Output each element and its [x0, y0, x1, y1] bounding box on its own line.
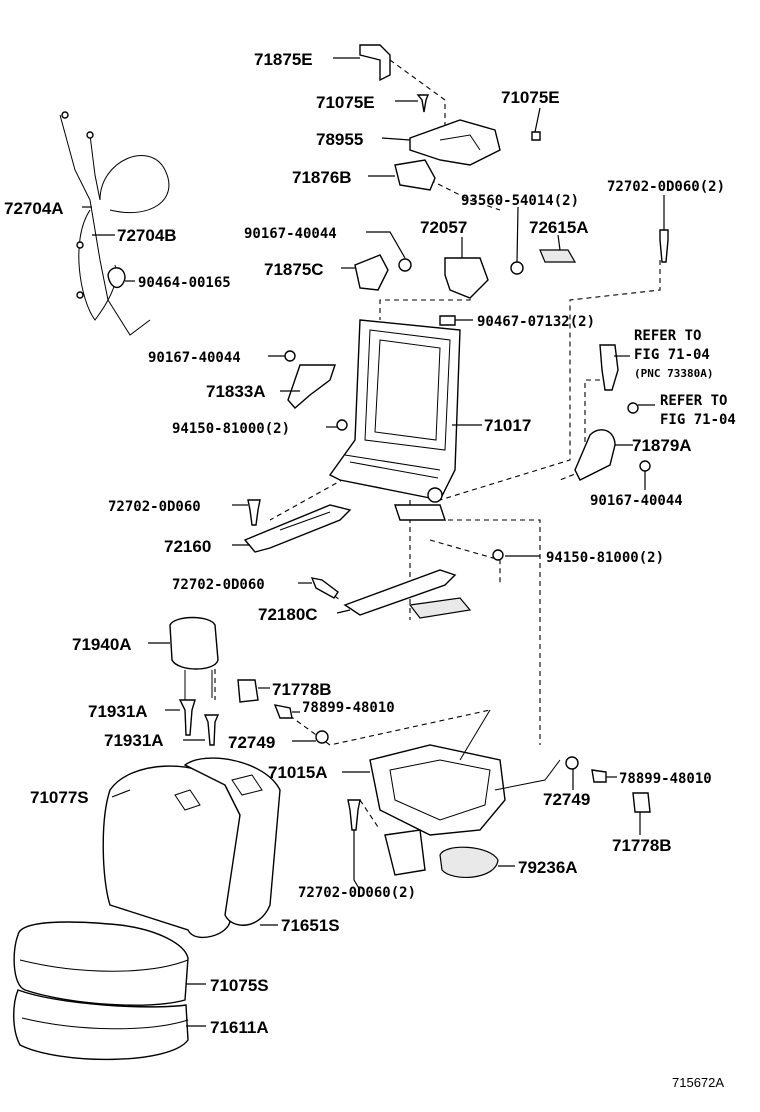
label-72704B: 72704B — [117, 226, 177, 245]
label-90467: 90467-07132(2) — [477, 314, 595, 330]
label-72702-bot: 72702-0D060(2) — [298, 885, 416, 901]
part-labels: 71875E 71075E 71075E 78955 71876B 93560-… — [4, 50, 725, 1037]
nut-94150-a-shape — [336, 419, 348, 431]
label-79236A: 79236A — [518, 858, 578, 877]
cover-71077S-shape — [102, 765, 241, 939]
reference-notes: REFER TO FIG 71-04 (PNC 73380A) REFER TO… — [634, 328, 736, 428]
guide-72057-shape — [444, 257, 489, 299]
plate-78955-shape — [409, 119, 501, 166]
label-78955: 78955 — [316, 130, 363, 149]
rail-72160-shape — [243, 504, 352, 553]
label-72749-a: 72749 — [228, 733, 275, 752]
bolt-72702-bot-shape — [347, 799, 361, 831]
bolt-78899-a-shape — [273, 704, 293, 719]
label-71875C: 71875C — [264, 260, 324, 279]
nut-90167-b-shape — [284, 350, 296, 362]
nut-72749-b-shape — [565, 756, 579, 770]
screw-71075E-b-shape — [531, 131, 541, 141]
nut-94150-b-shape — [492, 549, 504, 561]
cover-71879A-shape — [574, 429, 616, 481]
bolt-72702-top-shape — [659, 229, 669, 263]
label-72749-b: 72749 — [543, 790, 590, 809]
frame-71017-shape — [328, 319, 461, 521]
rail-72180C-shape — [343, 569, 457, 616]
label-71833A: 71833A — [206, 382, 266, 401]
label-90167-a: 90167-40044 — [244, 226, 337, 242]
label-90167-b: 90167-40044 — [148, 350, 241, 366]
cover-71075S-shape — [13, 921, 189, 1006]
bracket-71875E-shape — [359, 44, 391, 82]
pad-71611A-shape — [13, 989, 189, 1061]
label-78899-b: 78899-48010 — [619, 771, 712, 787]
pin-90467-shape — [439, 315, 456, 326]
nut-90167-c-shape — [639, 460, 651, 472]
label-94150-b: 94150-81000(2) — [546, 550, 664, 566]
ref1-line2: FIG 71-04 — [634, 347, 710, 363]
label-71931A-a: 71931A — [88, 702, 148, 721]
bracket-71875C-shape — [354, 254, 389, 291]
pad-79236A-shape — [439, 846, 499, 878]
screw-71075E-shape — [416, 94, 430, 113]
label-71879A: 71879A — [632, 436, 692, 455]
label-72057: 72057 — [420, 218, 467, 237]
ref1-line3: (PNC 73380A) — [634, 367, 713, 380]
label-90464: 90464-00165 — [138, 275, 231, 291]
label-94150-a: 94150-81000(2) — [172, 421, 290, 437]
label-71075E-a: 71075E — [316, 93, 375, 112]
bolt-72702-mid-shape — [247, 499, 261, 526]
ref2-line2: FIG 71-04 — [660, 412, 736, 428]
part-shapes — [13, 44, 669, 1061]
bolt-78899-b-shape — [591, 769, 607, 783]
frame-71015A-shape — [369, 709, 561, 876]
label-72180C: 72180C — [258, 605, 318, 624]
label-71940A: 71940A — [72, 635, 132, 654]
guide-71931A-a-shape — [178, 699, 196, 736]
cap-71778B-b-shape — [632, 792, 651, 813]
label-71015A: 71015A — [268, 763, 328, 782]
label-71875E: 71875E — [254, 50, 313, 69]
bracket-71876B-shape — [394, 159, 436, 191]
label-90167-c: 90167-40044 — [590, 493, 683, 509]
label-71075S: 71075S — [210, 976, 269, 995]
bolt-72702-low-shape — [310, 577, 339, 599]
label-71931A-b: 71931A — [104, 731, 164, 750]
cap-71778B-a-shape — [237, 679, 259, 703]
cable-72704A-shape — [59, 111, 170, 336]
pad-72615A-shape — [539, 249, 577, 263]
label-71017: 71017 — [484, 416, 531, 435]
guide-71931A-b-shape — [203, 714, 220, 746]
label-71075E-b: 71075E — [501, 88, 560, 107]
pad-71651S-shape — [183, 757, 281, 926]
label-71077S: 71077S — [30, 788, 89, 807]
ref2-line1: REFER TO — [660, 393, 727, 409]
label-72702-mid: 72702-0D060 — [108, 499, 201, 515]
figure-id: 715672A — [672, 1075, 724, 1090]
label-71611A: 71611A — [210, 1018, 269, 1037]
nut-72749-a-shape — [315, 730, 329, 744]
headrest-71940A-shape — [169, 616, 219, 670]
label-72704A: 72704A — [4, 199, 64, 218]
label-71778B-a: 71778B — [272, 680, 332, 699]
ref1-line1: REFER TO — [634, 328, 701, 344]
label-72702-top: 72702-0D060(2) — [607, 179, 725, 195]
leader-lines — [82, 57, 665, 1027]
label-71876B: 71876B — [292, 168, 352, 187]
label-72615A: 72615A — [529, 218, 589, 237]
label-72702-low: 72702-0D060 — [172, 577, 265, 593]
clip-90464-shape — [107, 267, 126, 289]
cover-71833A-shape — [287, 364, 336, 409]
buckle-shape — [599, 344, 619, 391]
label-93560: 93560-54014(2) — [461, 193, 579, 209]
label-78899-a: 78899-48010 — [302, 700, 395, 716]
label-71651S: 71651S — [281, 916, 340, 935]
label-72160: 72160 — [164, 537, 211, 556]
nut-93560-shape — [510, 261, 524, 275]
label-71778B-b: 71778B — [612, 836, 672, 855]
